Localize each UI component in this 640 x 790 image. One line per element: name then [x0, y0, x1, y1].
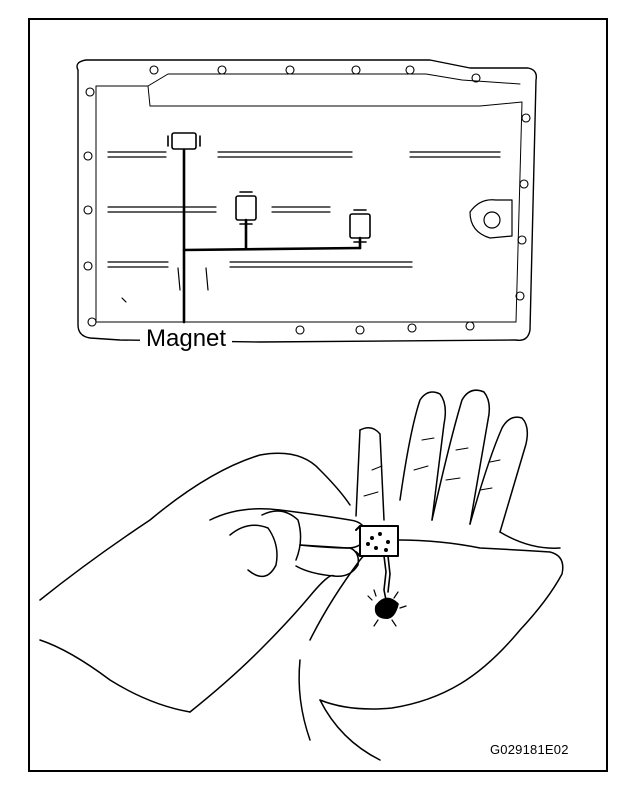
- figure-code: G029181E02: [490, 742, 569, 757]
- figure-frame: [28, 18, 608, 772]
- hands-illustration: [39, 389, 564, 761]
- bolt-holes: [83, 65, 531, 335]
- leader-lines: [182, 148, 362, 324]
- magnet-callout-label: Magnet: [140, 325, 233, 353]
- ribs: [107, 151, 501, 303]
- oil-pan-diagram: [76, 59, 538, 343]
- magnet-icon: [167, 132, 371, 243]
- magnet-icon: [355, 525, 399, 557]
- metal-debris: [367, 555, 407, 627]
